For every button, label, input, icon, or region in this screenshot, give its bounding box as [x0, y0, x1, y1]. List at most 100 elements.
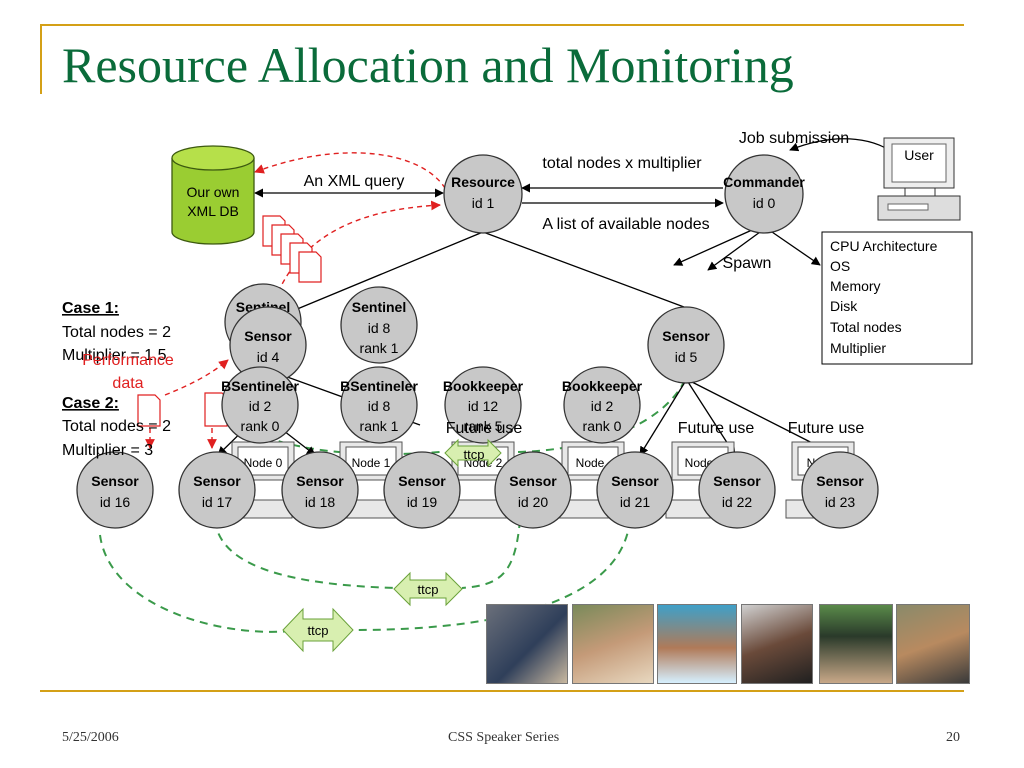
mid-node-d: Bookkeeper id 2 rank 0: [562, 366, 643, 444]
mid-d-name: Bookkeeper: [562, 378, 643, 394]
footer-series: CSS Speaker Series: [448, 730, 560, 745]
footer-date: 5/25/2006: [62, 730, 119, 745]
sensor-19-id: id 19: [407, 494, 438, 510]
available-nodes-label: A list of available nodes: [542, 216, 709, 233]
mid-d-rank: rank 0: [583, 418, 622, 434]
info-disk: Disk: [830, 298, 858, 314]
architecture-diagram: Our own XML DB User CPU Architecture OS …: [62, 130, 973, 653]
sensor-node-16: Sensor id 16: [76, 451, 154, 529]
performance-data-label: Performance data: [82, 352, 174, 392]
xml-query-label: An XML query: [304, 173, 405, 190]
xml-document-icon: [137, 392, 228, 427]
mid-a-name: BSentineler: [221, 378, 299, 394]
future-use-label-2: Future use: [678, 420, 755, 437]
edge-spawn-3: [771, 231, 821, 266]
sensor-node-18: Sensor id 18: [281, 451, 359, 529]
case-1-text: Case 1: Total nodes = 2 Multiplier = 1.5: [62, 300, 171, 364]
team-photo-6: [896, 604, 970, 684]
performance-label: Performance: [82, 352, 174, 369]
mid-node-a: BSentineler id 2 rank 0: [221, 366, 299, 444]
sensor-22-id: id 22: [722, 494, 753, 510]
sensor-23-id: id 23: [825, 494, 856, 510]
slide-title: Resource Allocation and Monitoring: [62, 37, 794, 93]
mid-b-rank: rank 1: [360, 418, 399, 434]
ttcp-path-left-mid: [214, 519, 396, 589]
mid-a-rank: rank 0: [241, 418, 280, 434]
machine-label-3: Node: [576, 456, 605, 470]
xml-document-stack-icon: [262, 215, 322, 283]
resource-node: Resource id 1: [443, 154, 523, 234]
ttcp-path-top-right: [489, 379, 686, 454]
machine-label-5: N: [807, 456, 816, 470]
sensor5-node: Sensor id 5: [647, 306, 725, 384]
edge-sensor5-21: [639, 381, 686, 456]
commander-name: Commander: [723, 174, 805, 190]
mid-c-id: id 12: [468, 398, 499, 414]
mid-b-name: BSentineler: [340, 378, 418, 394]
performance-data-label-text: data: [112, 375, 143, 392]
info-os: OS: [830, 258, 850, 274]
sensor-22-name: Sensor: [713, 473, 761, 489]
sensor4-name: Sensor: [244, 328, 292, 344]
future-use-label-1: Future use: [446, 420, 523, 437]
sensor5-id: id 5: [675, 349, 698, 365]
sensor-node-17: Sensor id 17: [178, 451, 256, 529]
mid-c-rank: rank 5: [464, 418, 503, 434]
job-submission-label: Job submission: [739, 130, 849, 147]
sensor-16-id: id 16: [100, 494, 131, 510]
sensor-20-id: id 20: [518, 494, 549, 510]
team-photo-2: [572, 604, 654, 684]
case1-line1: Total nodes = 2: [62, 324, 171, 341]
mid-node-c: Bookkeeper id 12 rank 5: [443, 366, 524, 444]
spawn-label: Spawn: [723, 255, 772, 272]
case2-line1: Total nodes = 2: [62, 418, 171, 435]
sentinel8-name: Sentinel: [352, 299, 406, 315]
sensor-node-20: Sensor id 20: [494, 451, 572, 529]
machine-info-box: CPU Architecture OS Memory Disk Total no…: [821, 231, 973, 365]
commander-id: id 0: [753, 195, 776, 211]
left-rule: [40, 24, 42, 94]
sensor-19-name: Sensor: [398, 473, 446, 489]
sensor-node-21: Sensor id 21: [596, 451, 674, 529]
total-nodes-multiplier-label: total nodes x multiplier: [542, 155, 702, 172]
top-rule: [40, 24, 964, 26]
case1-line2: Multiplier = 1.5: [62, 347, 167, 364]
footer-page-number: 20: [946, 730, 960, 745]
mid-b-id: id 8: [368, 398, 391, 414]
machine-label-1: Node 1: [352, 456, 391, 470]
case2-heading: Case 2:: [62, 395, 119, 412]
machine-label-0: Node 0: [244, 456, 283, 470]
case-2-text: Case 2: Total nodes = 2 Multiplier = 3: [62, 395, 171, 459]
user-label: User: [904, 147, 934, 163]
sensor-18-id: id 18: [305, 494, 336, 510]
sensor-17-name: Sensor: [193, 473, 241, 489]
mid-a-id: id 2: [249, 398, 272, 414]
edge-sensor5-23: [691, 381, 831, 453]
mid-node-b: BSentineler id 8 rank 1: [340, 366, 418, 444]
sensor-node-23: Sensor id 23: [801, 451, 879, 529]
ttcp-arrow-small: ttcp: [444, 438, 502, 468]
case2-line2: Multiplier = 3: [62, 442, 153, 459]
db-line2: XML DB: [187, 203, 239, 219]
red-path-db-resource: [254, 152, 446, 189]
resource-name: Resource: [451, 174, 515, 190]
team-photo-1: [486, 604, 568, 684]
sensor-node-22: Sensor id 22: [698, 451, 776, 529]
sentinel8-rank: rank 1: [360, 340, 399, 356]
info-multiplier: Multiplier: [830, 340, 886, 356]
info-cpu: CPU Architecture: [830, 238, 938, 254]
sensor-16-name: Sensor: [91, 473, 139, 489]
sensor-node-19: Sensor id 19: [383, 451, 461, 529]
red-path-doc-sensor4: [164, 359, 229, 396]
sentinel8-node-top: Sentinel id 8 rank 1: [340, 286, 418, 364]
db-line1: Our own: [187, 184, 240, 200]
xml-db-cylinder: Our own XML DB: [171, 145, 255, 245]
ttcp-arrow-bottom: ttcp: [282, 607, 354, 653]
sensor-17-id: id 17: [202, 494, 233, 510]
sensor-21-id: id 21: [620, 494, 651, 510]
sensor-row: Sensor id 16 Sensor id 17 Sensor id 18 S…: [76, 451, 879, 529]
ttcp-path-right-mid: [461, 519, 521, 589]
ttcp-mid-label: ttcp: [418, 582, 439, 597]
ttcp-bottom-label: ttcp: [308, 623, 329, 638]
sensor-23-name: Sensor: [816, 473, 864, 489]
